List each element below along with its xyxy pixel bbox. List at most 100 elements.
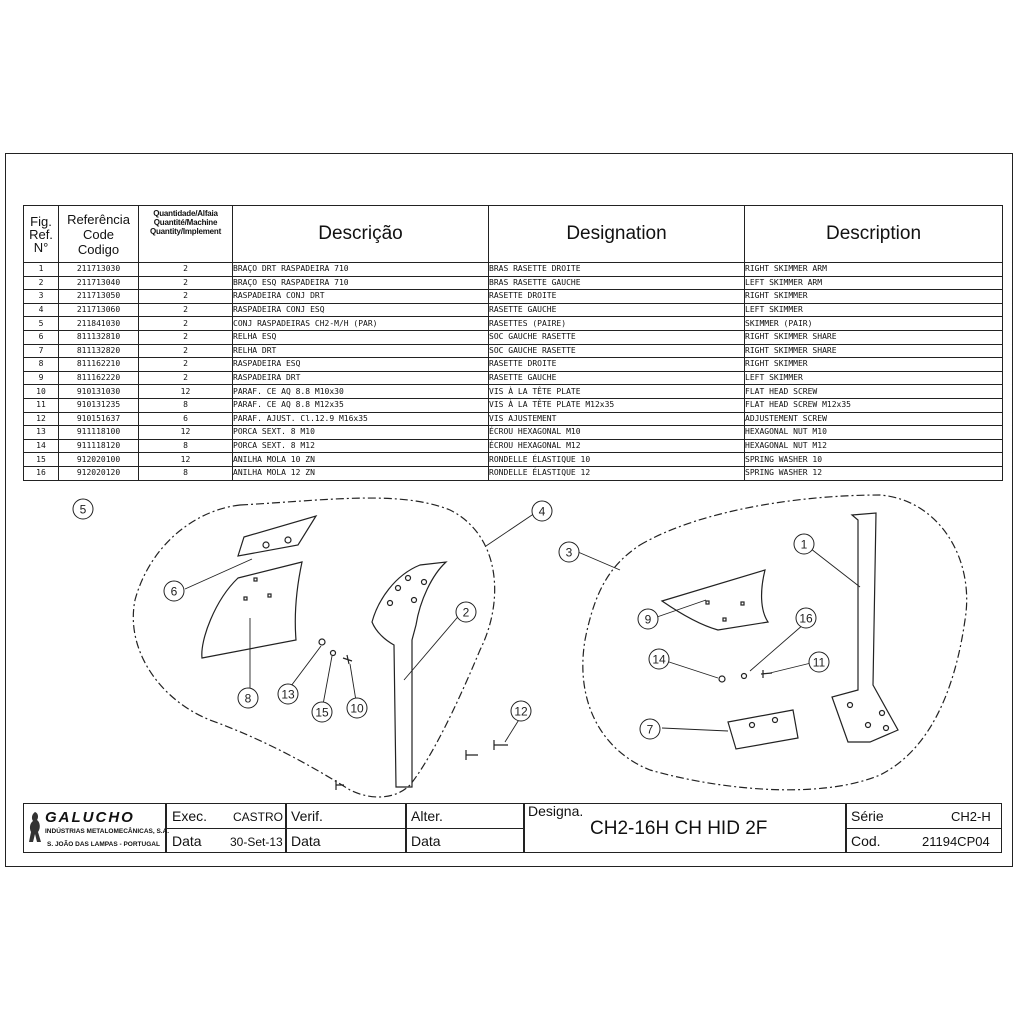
callout-number: 16: [799, 612, 813, 626]
callout-balloon: 4: [531, 500, 553, 522]
part-share-left: [237, 514, 318, 557]
callout-number: 7: [647, 723, 654, 737]
callout-number: 12: [514, 705, 528, 719]
cell-code: 912020120: [58, 465, 139, 481]
callout-balloon: 13: [277, 683, 299, 705]
callout-balloon: 6: [163, 580, 185, 602]
header-qty-line: Quantité/Machine: [153, 218, 218, 227]
share-bolt-hole: [262, 541, 270, 549]
cell-quantity: 8: [138, 465, 233, 481]
header-descricao: Descrição: [232, 205, 489, 263]
callout-number: 11: [813, 656, 826, 670]
cod-value: 21194CP04: [922, 834, 990, 849]
galucho-rooster-logo-icon: [29, 812, 41, 842]
drawing-sheet-border: [5, 153, 1013, 867]
cell-descricao: ANILHA MOLA 12 ZN: [232, 465, 489, 481]
header-fig-ref: Fig. Ref. N°: [23, 205, 59, 263]
nut-icon: [718, 675, 726, 683]
date-label: Data: [172, 833, 202, 849]
header-ref-line: Codigo: [77, 241, 120, 257]
callout-number: 8: [245, 692, 252, 706]
callout-balloon: 15: [311, 701, 333, 723]
designa-label: Designa.: [528, 803, 584, 819]
callout-balloon: 7: [639, 718, 661, 740]
callout-number: 5: [80, 503, 87, 517]
title-block-divider: [166, 828, 524, 829]
serie-label: Série: [851, 808, 884, 824]
cell-description: SPRING WASHER 12: [744, 465, 1003, 481]
washer-icon: [329, 649, 337, 657]
bolt-icon: [760, 670, 773, 678]
header-designation: Designation: [488, 205, 745, 263]
callout-balloon: 14: [648, 648, 670, 670]
verif-date-label: Data: [291, 833, 321, 849]
company-name: GALUCHO: [45, 809, 135, 826]
callout-number: 13: [281, 688, 295, 702]
part-share-right: [727, 709, 799, 750]
callout-balloon: 9: [637, 608, 659, 630]
left-assembly-boundary: [132, 497, 496, 798]
callout-number: 10: [350, 702, 364, 716]
callout-balloon: 2: [455, 601, 477, 623]
part-skimmer-blade-left: [201, 561, 303, 659]
callout-number: 4: [539, 505, 546, 519]
part-skimmer-blade-right: [660, 569, 770, 631]
callout-balloon: 8: [237, 687, 259, 709]
header-qty-line: Quantity/Implement: [149, 227, 222, 236]
date-value: 30-Set-13: [230, 835, 283, 849]
adjust-screw-icon: [465, 740, 508, 760]
cod-label: Cod.: [851, 833, 881, 849]
nut-icon: [318, 638, 326, 646]
callout-balloon: 5: [72, 498, 94, 520]
drawing-designation: CH2-16H CH HID 2F: [590, 818, 768, 839]
bolt-icon: [342, 654, 353, 665]
header-fig-line: Fig.: [30, 213, 52, 229]
callout-balloon: 12: [510, 700, 532, 722]
parts-table: Fig. Ref. N° Referência Code Codigo Quan…: [23, 205, 1003, 481]
callout-number: 2: [463, 606, 470, 620]
header-ref-line: Code: [82, 226, 115, 242]
callout-balloon: 10: [346, 697, 368, 719]
callout-balloon: 11: [808, 651, 830, 673]
loose-bolt-icon: [335, 780, 344, 790]
callout-number: 15: [315, 706, 329, 720]
header-fig-line: Ref.: [29, 226, 53, 242]
exec-label: Exec.: [172, 808, 208, 824]
title-block-designa-cell: [524, 803, 846, 853]
callout-number: 3: [566, 546, 573, 560]
share-bolt-hole: [284, 536, 292, 544]
callout-number: 1: [801, 538, 808, 552]
part-skimmer-arm-right: [831, 512, 899, 743]
header-quantity: Quantidade/Alfaia Quantité/Machine Quant…: [138, 205, 233, 263]
callout-balloon: 3: [558, 541, 580, 563]
callout-number: 9: [645, 613, 652, 627]
washer-icon: [740, 672, 748, 680]
company-subtitle: INDÚSTRIAS METALOMECÂNICAS, S.A.: [45, 828, 170, 835]
alter-date-label: Data: [411, 833, 441, 849]
callout-balloon: 16: [795, 607, 817, 629]
header-qty-line: Quantidade/Alfaia: [153, 209, 218, 218]
header-ref-line: Referência: [67, 211, 130, 227]
right-assembly-boundary: [582, 494, 968, 791]
header-description: Description: [744, 205, 1003, 263]
callout-balloon: 1: [793, 533, 815, 555]
parts-table-header: Fig. Ref. N° Referência Code Codigo Quan…: [23, 205, 1003, 263]
title-block-divider: [846, 828, 1002, 829]
callout-number: 14: [652, 653, 666, 667]
alter-label: Alter.: [411, 808, 443, 824]
company-location: S. JOÃO DAS LAMPAS - PORTUGAL: [47, 841, 160, 848]
part-skimmer-arm-left: [371, 561, 448, 788]
serie-value: CH2-H: [951, 809, 991, 824]
callout-number: 6: [171, 585, 178, 599]
verif-label: Verif.: [291, 808, 323, 824]
exec-value: CASTRO: [233, 810, 284, 824]
